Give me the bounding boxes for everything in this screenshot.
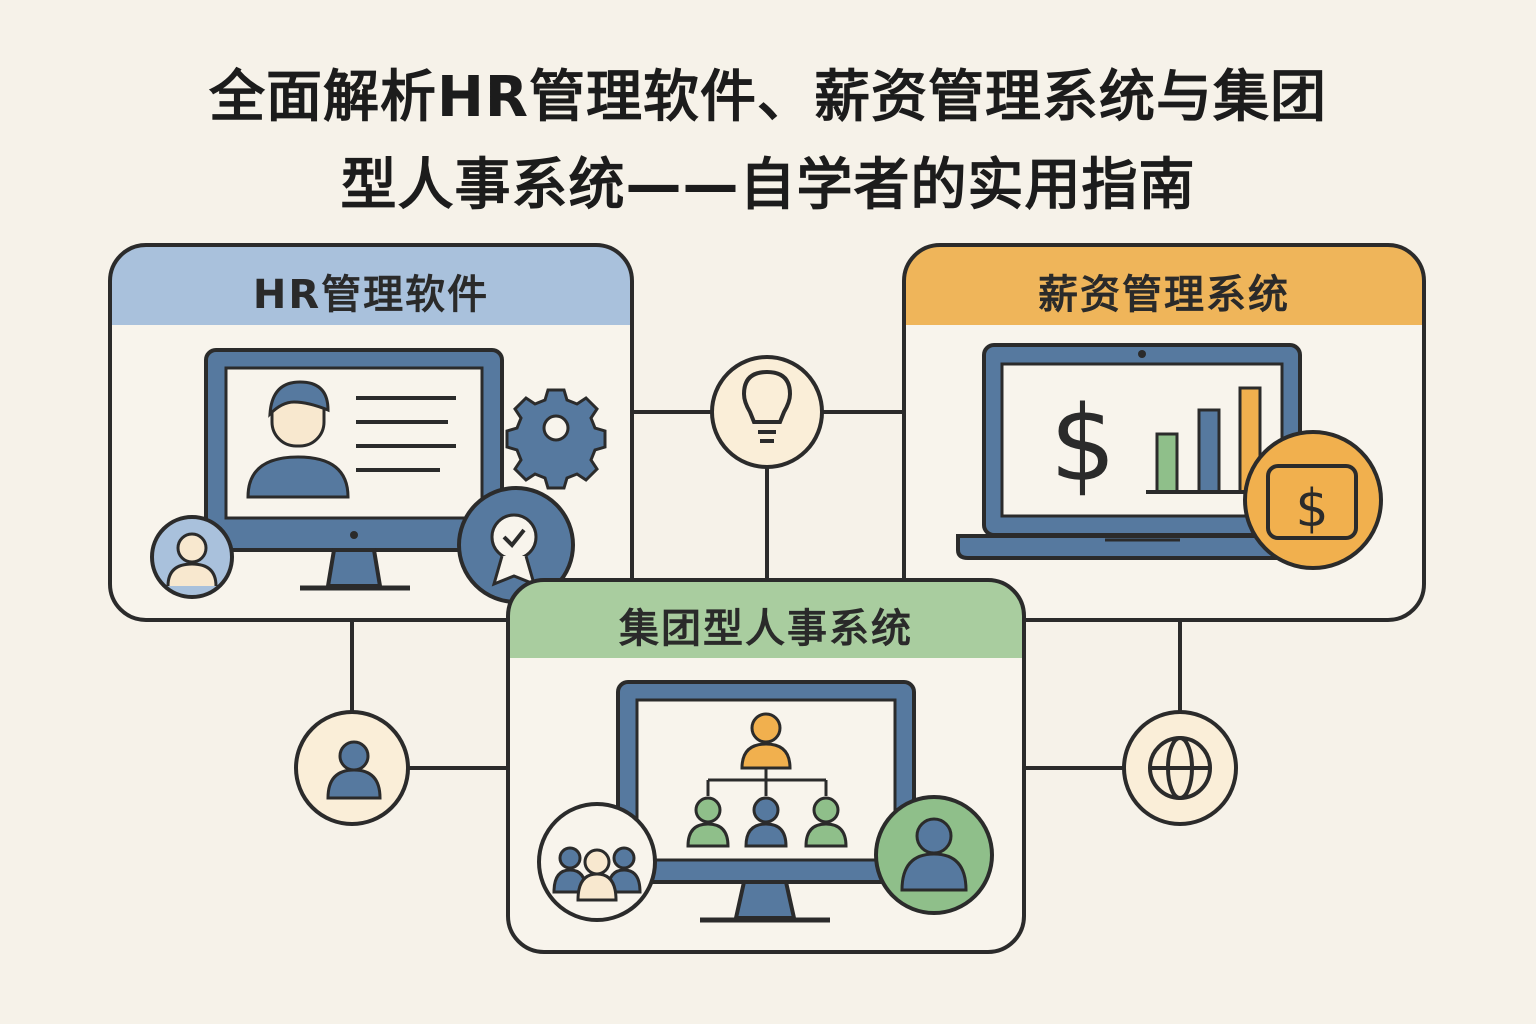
payroll-card-title: 薪资管理系统: [1038, 272, 1290, 318]
svg-text:$: $: [1295, 479, 1328, 539]
svg-text:$: $: [1050, 383, 1116, 505]
group-card-title: 集团型人事系统: [619, 606, 913, 652]
dollar-icon: $: [1050, 383, 1116, 505]
payroll-card: $ $: [902, 243, 1426, 622]
user-icon: [874, 795, 994, 915]
team-icon: [537, 802, 657, 922]
wallet-dollar-icon: $: [1243, 430, 1383, 570]
person-card-icon: [246, 380, 456, 499]
globe-icon: [1122, 710, 1238, 826]
user-icon: [150, 515, 234, 599]
group-hr-card: [506, 578, 1026, 954]
hr-card-title: HR管理软件: [252, 272, 490, 318]
gear-icon: [505, 388, 607, 490]
hr-software-card: [108, 243, 634, 622]
page-title-line-2: 型人事系统——自学者的实用指南: [340, 153, 1196, 218]
user-icon: [294, 710, 410, 826]
org-chart-icon: [686, 712, 848, 848]
page-title-line-1: 全面解析HR管理软件、薪资管理系统与集团: [209, 65, 1327, 130]
lightbulb-icon: [710, 355, 824, 469]
connectors: [350, 410, 1182, 770]
bar-chart-icon: [1146, 386, 1270, 494]
